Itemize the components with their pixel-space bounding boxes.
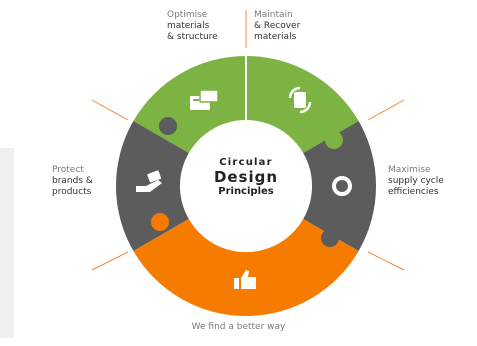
connector-line <box>367 99 405 121</box>
label-main: materials & structure <box>167 21 218 42</box>
label-sub: Maintain <box>254 10 293 20</box>
tagline: We find a better way <box>191 322 286 332</box>
puzzle-knob <box>325 131 343 149</box>
puzzle-knob <box>321 229 339 247</box>
center-line-1: Circular <box>219 157 273 168</box>
thumbs-up-icon <box>234 270 256 289</box>
label-optimise-materials: Optimise materials & structure <box>167 10 243 43</box>
connector-line <box>91 251 129 271</box>
label-sub: Maximise <box>388 165 431 175</box>
puzzle-knob <box>151 213 169 231</box>
recycle-roll-icon <box>288 86 312 114</box>
puzzle-knob <box>159 117 177 135</box>
side-panel <box>0 148 14 338</box>
hand-tag-icon <box>136 170 162 192</box>
puzzle-knob <box>243 77 261 95</box>
label-main: brands & products <box>52 176 93 197</box>
label-sub: Optimise <box>167 10 208 20</box>
label-main: supply cycle efficiencies <box>388 176 444 197</box>
label-maintain-recover: Maintain & Recover materials <box>254 10 334 43</box>
label-protect-brands: Protect brands & products <box>52 165 116 198</box>
label-sub: Protect <box>52 165 84 175</box>
segment-orange-bottom <box>133 219 359 317</box>
center-line-3: Principles <box>218 186 274 197</box>
center-title: Circular Design Principles <box>210 157 282 198</box>
segment-gray-right <box>303 121 377 251</box>
connector-line <box>91 99 129 121</box>
center-circle <box>182 122 310 250</box>
label-maximise-supply: Maximise supply cycle efficiencies <box>388 165 468 198</box>
label-main: & Recover materials <box>254 21 301 42</box>
supply-cycle-icon <box>332 176 352 196</box>
box-stack-icon <box>190 89 219 110</box>
connector-line <box>367 251 405 271</box>
center-line-2: Design <box>213 168 279 186</box>
